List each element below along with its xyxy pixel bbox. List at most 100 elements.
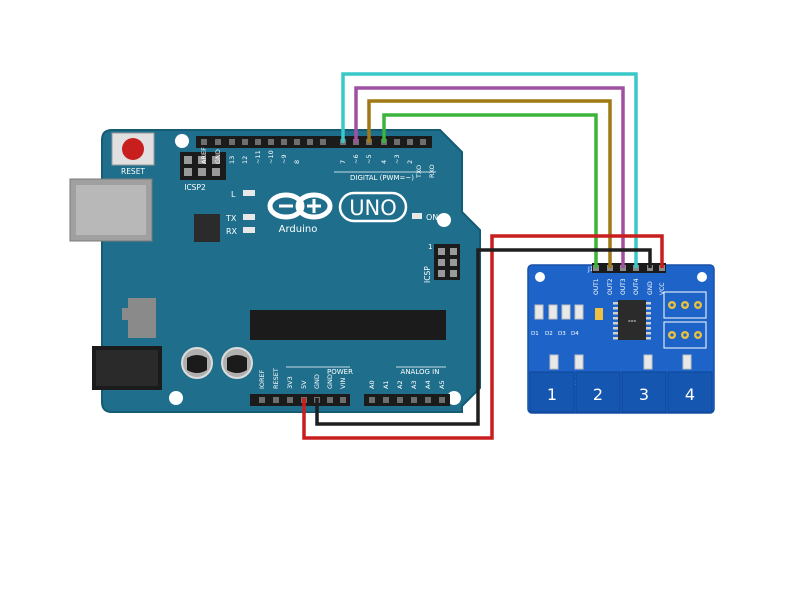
header-pin <box>229 139 235 145</box>
header-pin <box>212 168 220 176</box>
sensor-pin-label: OUT1 <box>593 278 600 295</box>
pin-label-digital: 12 <box>241 156 249 164</box>
sensor-pin-label: GND <box>647 281 654 295</box>
wire-cyan-pin7-out1 <box>341 72 638 268</box>
ic-leg <box>646 327 651 330</box>
ic-leg <box>613 312 618 315</box>
sensor-jumper-pads <box>663 291 707 349</box>
component-label: D1 <box>531 331 539 337</box>
pin-label-analog: A1 <box>382 380 390 389</box>
header-pin <box>294 139 300 145</box>
atmega328-chip <box>250 310 446 340</box>
header-pin <box>439 397 445 403</box>
mounting-hole <box>447 391 461 405</box>
pin-label-gnd: GND <box>214 149 222 164</box>
touch-pad-3[interactable]: 3 <box>621 371 667 413</box>
ttp224-chip <box>618 300 646 340</box>
pin-label-digital: ~10 <box>267 150 275 164</box>
header-pin <box>407 139 413 145</box>
rx-led <box>243 227 255 233</box>
pin-label-power: GND <box>326 374 334 389</box>
j1-label: J1 <box>587 266 594 273</box>
pin-label-digital: 8 <box>293 160 301 164</box>
header-pin <box>198 168 206 176</box>
sensor-mounting-hole <box>697 272 707 282</box>
on-led-label: ON <box>426 213 438 222</box>
pin-label-digital: 13 <box>228 156 236 164</box>
smd-led <box>595 308 603 320</box>
tx-led <box>243 214 255 220</box>
reset-label: RESET <box>121 167 145 176</box>
pin-label-power: 5V <box>300 380 308 389</box>
uno-badge <box>338 191 408 223</box>
uno-logo-text: UNO <box>349 196 397 220</box>
arduino-brand-text: Arduino <box>279 224 318 235</box>
pin-label-analog: A5 <box>438 380 446 389</box>
header-pin <box>212 156 220 164</box>
ic-leg <box>613 332 618 335</box>
header-pin <box>450 248 457 255</box>
pin-label-rxo: RXO <box>428 164 436 178</box>
header-pin <box>307 139 313 145</box>
touch-pad-1[interactable]: 1 <box>529 371 575 413</box>
sensor-mounting-hole <box>535 272 545 282</box>
arduino-board-outline <box>101 129 481 413</box>
ic-leg <box>613 307 618 310</box>
component-label: D2 <box>545 331 553 337</box>
pin-label-power: GND <box>313 374 321 389</box>
header-pin <box>450 270 457 277</box>
smd-component <box>534 304 544 320</box>
icsp-header <box>434 244 460 280</box>
pin-label-power: RESET <box>272 368 280 389</box>
smd-component <box>548 304 558 320</box>
ic-leg <box>646 307 651 310</box>
header-pin <box>184 168 192 176</box>
ic-leg <box>613 337 618 340</box>
sensor-pin-label: OUT2 <box>607 278 614 295</box>
on-led <box>412 213 422 219</box>
pin-label-analog: A2 <box>396 380 404 389</box>
pin-label-digital: ~6 <box>352 154 360 164</box>
touch-pad-label: 2 <box>593 385 603 404</box>
pin-label-analog: A4 <box>424 380 432 389</box>
header-pin <box>394 139 400 145</box>
header-pin <box>198 156 206 164</box>
header-pin <box>273 397 279 403</box>
sensor-header <box>592 263 666 273</box>
pin-label-power: IOREF <box>258 369 266 389</box>
wire-olive-pin5-out3 <box>367 99 612 268</box>
smd-component <box>643 354 653 370</box>
ic-leg <box>613 317 618 320</box>
sensor-pin-label: OUT4 <box>633 278 640 295</box>
ic-leg <box>613 302 618 305</box>
analog-header <box>364 394 450 406</box>
header-pin <box>201 139 207 145</box>
smd-component <box>549 354 559 370</box>
pin-label-analog: A0 <box>368 380 376 389</box>
pin-label-digital: 7 <box>339 160 347 164</box>
pin-label-digital: 4 <box>380 160 388 164</box>
power-label: POWER <box>327 368 353 376</box>
usb-controller-chip <box>194 214 220 242</box>
header-pin <box>268 139 274 145</box>
wires <box>302 72 664 440</box>
touch-pad-4[interactable]: 4 <box>667 371 713 413</box>
smd-component <box>682 354 692 370</box>
header-pin <box>425 397 431 403</box>
icsp-label: ICSP <box>423 266 432 283</box>
ic-leg <box>646 337 651 340</box>
mounting-hole <box>169 391 183 405</box>
reset-button-cap[interactable] <box>122 138 144 160</box>
touch-pad-2[interactable]: 2 <box>575 371 621 413</box>
pin-label-analog: A3 <box>410 380 418 389</box>
wire-purple-pin6-out2 <box>354 86 625 268</box>
icsp2-label: ICSP2 <box>184 183 206 192</box>
arduino-logo: UNO Arduino <box>267 191 408 235</box>
l-led-label: L <box>231 190 236 199</box>
rx-led-label: RX <box>226 227 238 236</box>
header-pin <box>281 139 287 145</box>
pin-label-digital: 2 <box>406 160 414 164</box>
wire-red-5v-vcc <box>302 234 664 440</box>
